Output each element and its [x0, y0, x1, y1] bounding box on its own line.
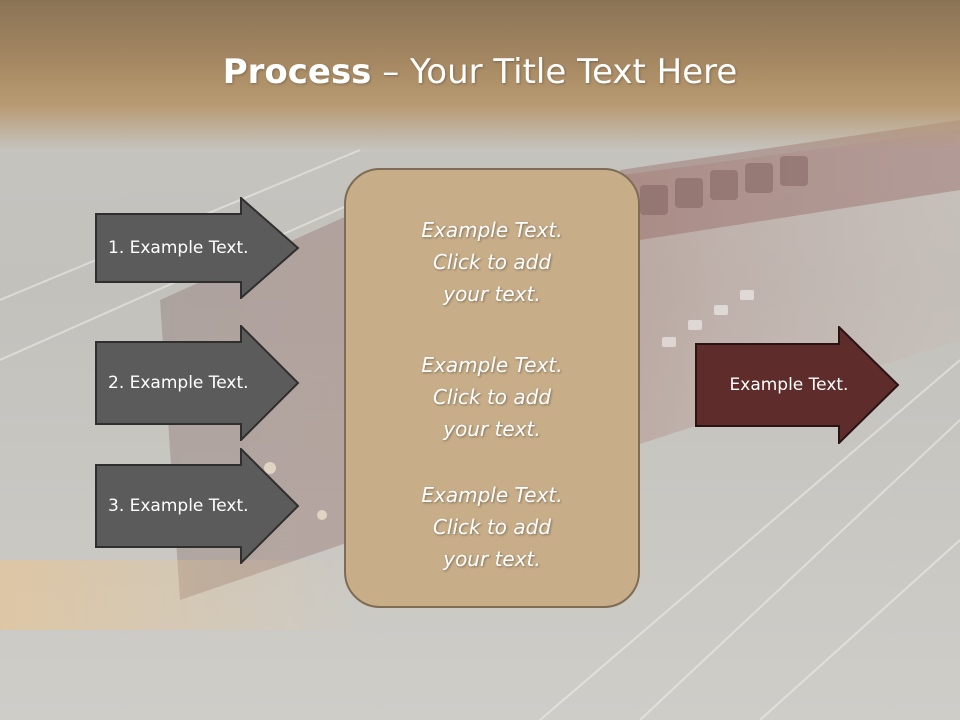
center-block-3: Example Text. Click to add your text. — [346, 479, 638, 575]
arrow-right-shape — [95, 325, 300, 441]
arrow-right-shape — [695, 326, 900, 444]
center-block-1-line3: your text. — [443, 282, 541, 306]
center-block-3-line2: Click to add — [432, 515, 552, 539]
title-band — [0, 0, 960, 150]
left-arrow-1[interactable]: 1. Example Text. — [95, 197, 300, 299]
left-arrow-2-label: 2. Example Text. — [108, 373, 249, 393]
right-arrow[interactable]: Example Text. — [695, 326, 900, 444]
center-text-box[interactable]: Example Text. Click to add your text. Ex… — [344, 168, 640, 608]
center-block-1: Example Text. Click to add your text. — [346, 214, 638, 310]
center-block-2-line3: your text. — [443, 417, 541, 441]
arrow-right-shape — [95, 448, 300, 564]
slide-title-bold: Process — [222, 52, 372, 92]
left-arrow-3[interactable]: 3. Example Text. — [95, 448, 300, 564]
arrow-right-shape — [95, 197, 300, 299]
right-arrow-label: Example Text. — [729, 375, 849, 395]
center-block-3-line1: Example Text. — [421, 483, 563, 507]
center-block-1-line1: Example Text. — [421, 218, 563, 242]
left-arrow-1-label: 1. Example Text. — [108, 238, 249, 258]
left-arrow-2[interactable]: 2. Example Text. — [95, 325, 300, 441]
slide-title-rest: – Your Title Text Here — [371, 52, 738, 92]
center-block-2-line1: Example Text. — [421, 353, 563, 377]
slide-title[interactable]: Process – Your Title Text Here — [0, 52, 960, 92]
center-block-2: Example Text. Click to add your text. — [346, 349, 638, 445]
left-arrow-3-label: 3. Example Text. — [108, 496, 249, 516]
center-block-3-line3: your text. — [443, 547, 541, 571]
center-block-1-line2: Click to add — [432, 250, 552, 274]
center-block-2-line2: Click to add — [432, 385, 552, 409]
